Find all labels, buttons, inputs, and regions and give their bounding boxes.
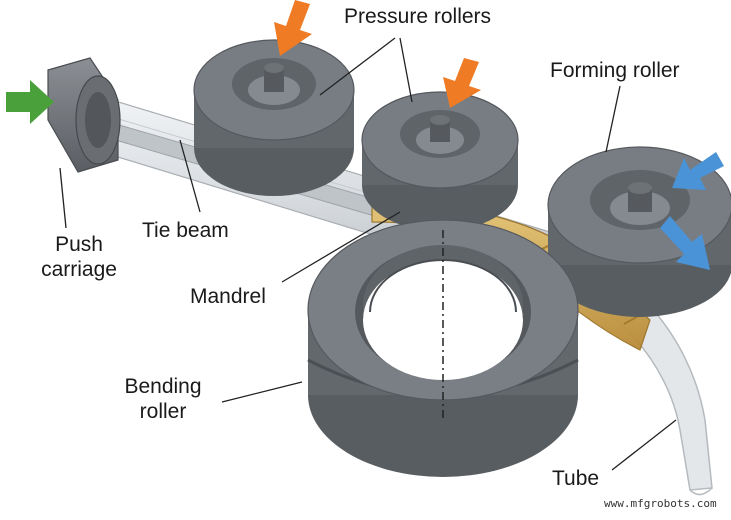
- label-bending-roller-line1: Bending: [124, 375, 202, 398]
- leader-mandrel: [281, 211, 401, 283]
- label-bending-roller-line2: roller: [139, 400, 187, 424]
- forming-arrow-in: [672, 152, 724, 190]
- push-arrow: [6, 80, 54, 124]
- pressure-arrow-1: [274, 0, 312, 56]
- pressure-roller-2: [361, 91, 519, 231]
- leader-pressure-2: [399, 37, 413, 103]
- label-tube: Tube: [552, 467, 600, 490]
- pressure-roller-1: [193, 39, 355, 196]
- leader-pressure-1: [319, 37, 396, 96]
- push-carriage: [47, 57, 121, 173]
- label-bending-roller: Bending roller: [108, 374, 218, 424]
- label-push-carriage: Push carriage: [24, 232, 134, 282]
- label-forming-roller: Forming roller: [550, 59, 680, 82]
- leader-tie-beam: [179, 139, 201, 213]
- leader-forming: [605, 85, 621, 153]
- label-mandrel: Mandrel: [190, 285, 266, 308]
- forming-arrow-out: [660, 216, 710, 270]
- leader-tube: [611, 419, 677, 471]
- leader-lines: [59, 37, 677, 471]
- watermark: www.mfgrobots.com: [604, 497, 717, 510]
- leader-push-carriage: [59, 167, 67, 229]
- pressure-arrow-2: [443, 58, 481, 108]
- label-push-carriage-line1: Push: [55, 233, 103, 256]
- label-tie-beam: Tie beam: [142, 219, 229, 242]
- bending-roller: [307, 219, 579, 477]
- label-pressure-rollers: Pressure rollers: [344, 5, 492, 28]
- leader-bending-roller: [221, 381, 303, 403]
- label-push-carriage-line2: carriage: [41, 258, 117, 282]
